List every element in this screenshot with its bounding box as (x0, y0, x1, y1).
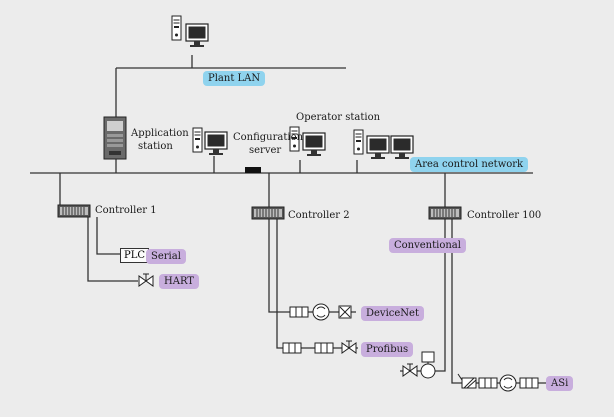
conventional-valve-icon (402, 363, 418, 377)
conventional-tag: Conventional (389, 238, 466, 253)
configuration-server-label-line2: server (249, 145, 282, 156)
profibus-valve-icon (341, 340, 357, 354)
controller-1-icon (57, 204, 91, 218)
devicenet-tag: DeviceNet (361, 306, 424, 321)
ctrl2-profibus-link (276, 219, 283, 349)
controller-2-label: Controller 2 (288, 210, 350, 221)
ctrl1-hart-link (87, 217, 138, 282)
hart-tag: HART (159, 274, 199, 289)
controller-2-icon (251, 206, 285, 220)
application-station-icon (103, 116, 127, 160)
configuration-server-pc-icon (192, 127, 228, 156)
configuration-server-hub-icon (245, 167, 261, 173)
asi-flowmeter-b-icon (519, 377, 539, 389)
hart-valve-icon (138, 273, 154, 287)
controller-100-label: Controller 100 (467, 210, 542, 221)
plant-lan-pc-icon (171, 15, 209, 48)
ctrl1-plc-link (96, 217, 120, 255)
profibus-flowmeter-b-icon (314, 342, 334, 354)
plc-box: PLC (120, 248, 150, 263)
devicenet-flowmeter-icon (289, 306, 309, 318)
ctrl2-devicenet-link (268, 219, 290, 313)
application-station-label-line1: Application (131, 128, 189, 139)
devicenet-pump-icon (312, 303, 330, 321)
asi-sensor-icon (457, 373, 477, 389)
profibus-flowmeter-a-icon (282, 342, 302, 354)
serial-tag: Serial (146, 249, 186, 264)
devicenet-analyzer-icon (338, 305, 352, 319)
configuration-server-label-line1: Configuration (233, 132, 304, 143)
controller-1-label: Controller 1 (95, 205, 157, 216)
profibus-tag: Profibus (361, 342, 414, 357)
conventional-transmitter-icon (420, 351, 436, 379)
area-control-network-tag: Area control network (410, 157, 529, 172)
operator-station-2-icon (353, 129, 414, 160)
application-station-label-line2: station (138, 141, 173, 152)
asi-tag: ASi (546, 376, 574, 391)
plant-lan-tag: Plant LAN (203, 71, 266, 86)
controller-100-icon (428, 206, 462, 220)
ctrl100-asi-link (451, 219, 548, 384)
asi-flowmeter-icon (478, 377, 498, 389)
asi-pump-icon (499, 374, 517, 392)
operator-station-label: Operator station (296, 112, 381, 123)
